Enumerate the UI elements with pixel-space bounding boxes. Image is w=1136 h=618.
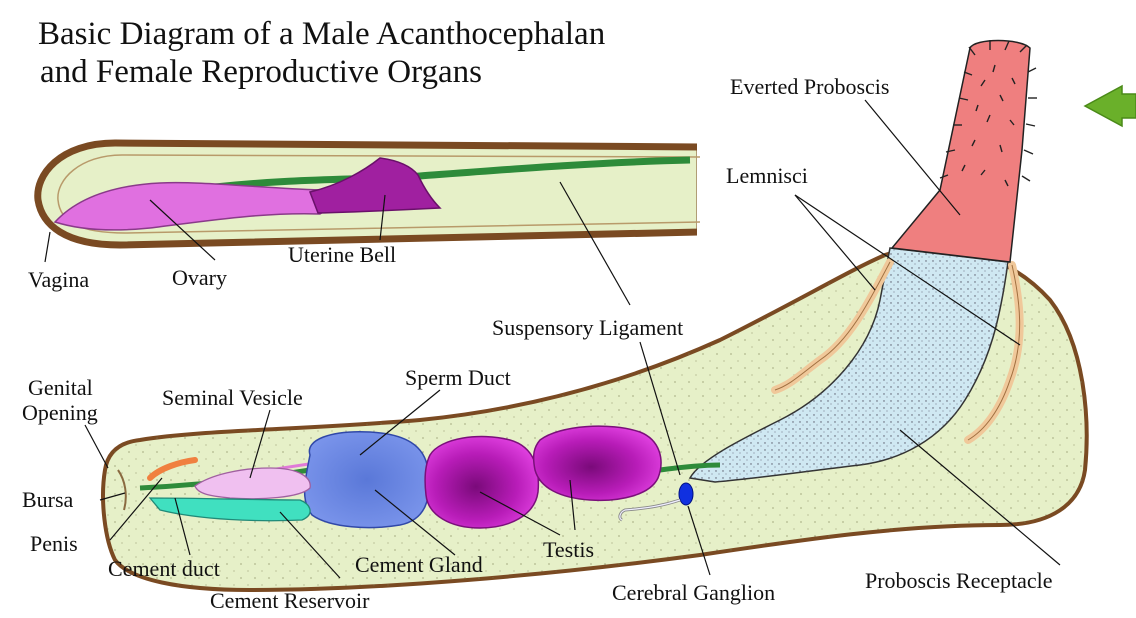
label-bursa: Bursa — [22, 487, 74, 512]
title-line-2: and Female Reproductive Organs — [40, 54, 482, 90]
pointer-arrow — [1085, 86, 1136, 126]
cement-gland-shape — [305, 432, 429, 528]
label-proboscis-receptacle: Proboscis Receptacle — [865, 568, 1053, 593]
label-vagina: Vagina — [28, 267, 89, 292]
label-cement-duct: Cement duct — [108, 556, 220, 581]
label-genital-opening-2: Opening — [22, 400, 98, 425]
label-cerebral-ganglion: Cerebral Ganglion — [612, 580, 775, 605]
label-uterine-bell: Uterine Bell — [288, 242, 396, 267]
cerebral-ganglion-shape — [679, 483, 693, 505]
everted-proboscis-shape — [892, 41, 1030, 263]
title-line-1: Basic Diagram of a Male Acanthocephalan — [38, 16, 605, 52]
label-cement-reservoir: Cement Reservoir — [210, 588, 370, 613]
label-sperm-duct: Sperm Duct — [405, 365, 511, 390]
label-lemnisci: Lemnisci — [726, 163, 808, 188]
label-genital-opening-1: Genital — [28, 375, 93, 400]
label-ovary: Ovary — [172, 265, 227, 290]
label-testis: Testis — [543, 537, 594, 562]
label-seminal-vesicle: Seminal Vesicle — [162, 385, 303, 410]
label-suspensory-ligament: Suspensory Ligament — [492, 315, 683, 340]
label-penis: Penis — [30, 531, 78, 556]
label-everted-proboscis: Everted Proboscis — [730, 74, 889, 99]
testis-2-shape — [534, 426, 661, 500]
label-cement-gland: Cement Gland — [355, 552, 483, 577]
female-section — [38, 138, 711, 245]
